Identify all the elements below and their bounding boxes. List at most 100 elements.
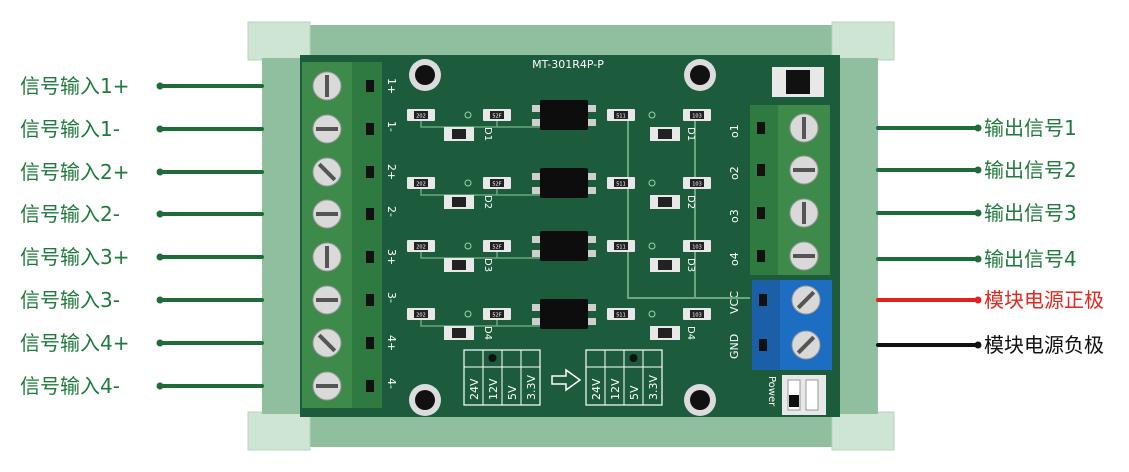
input-terminal-label: 4- (385, 378, 398, 389)
ic-pin (532, 304, 540, 311)
trace (420, 320, 540, 327)
jumper-voltage: 3.3V (647, 375, 660, 400)
jumper-voltage: 24V (468, 378, 481, 400)
terminal-pin (366, 337, 374, 349)
terminal-pin (759, 294, 767, 306)
smd-component-body (786, 70, 810, 94)
gnd-label: 模块电源负极 (984, 333, 1104, 357)
ic-pin (588, 304, 596, 311)
resistor-code: 511 (616, 313, 626, 319)
wire-end (156, 296, 164, 304)
input-terminal-strip (352, 62, 382, 408)
input-signal-label: 信号输入4+ (20, 331, 130, 355)
diode-body (658, 129, 672, 139)
output-terminal-label: o4 (728, 252, 741, 266)
resistor-code: 202 (416, 114, 426, 120)
resistor-body (414, 179, 428, 187)
ic-pin (588, 318, 596, 325)
wire-end (156, 82, 164, 90)
screw-slot (796, 335, 816, 355)
diode-label: D3 (685, 258, 696, 272)
power-terminal-label: GND (728, 334, 741, 359)
diode-label: D4 (685, 326, 696, 340)
model-label: MT-301R4P-P (532, 58, 604, 71)
terminal-pin (757, 164, 765, 176)
trace (420, 189, 540, 196)
optocoupler-chip (540, 168, 588, 198)
output-terminal-label: o1 (728, 124, 741, 138)
diode-body (658, 197, 672, 207)
via (648, 111, 656, 119)
optocoupler-chip (540, 231, 588, 261)
output-signal-label: 输出信号1 (984, 116, 1077, 140)
input-signal-label: 信号输入3- (20, 288, 120, 312)
rail-top (250, 25, 890, 57)
resistor-body (490, 179, 504, 187)
terminal-pin (366, 80, 374, 92)
terminal-pin (366, 294, 374, 306)
diode-label: D3 (482, 258, 493, 272)
input-signal-label: 信号输入2- (20, 202, 120, 226)
mounting-holes (409, 59, 716, 416)
via (464, 310, 472, 318)
resistor-body (614, 310, 628, 318)
output-terminal-label: o3 (728, 209, 741, 223)
rail-clip-bl (247, 411, 311, 451)
resistor-body (414, 310, 428, 318)
ic-pin (588, 187, 596, 194)
via (464, 111, 472, 119)
arrow-icon (551, 368, 582, 392)
jumper-voltage: 24V (590, 378, 603, 400)
diode-body (452, 260, 466, 270)
resistor-body (490, 242, 504, 250)
ic-pin (532, 236, 540, 243)
jumper-voltage: 12V (487, 378, 500, 400)
via (464, 179, 472, 187)
wire-end (974, 209, 982, 217)
resistor-body (690, 242, 704, 250)
wire-end (156, 210, 164, 218)
via (648, 310, 656, 318)
wire-end (156, 125, 164, 133)
resistor-body (414, 111, 428, 119)
power-terminal-strip (752, 280, 780, 370)
input-terminal-label: 1- (385, 121, 398, 132)
ic-pin (532, 250, 540, 257)
ic-pin (532, 119, 540, 126)
ic-pin (532, 173, 540, 180)
ic-pin (588, 236, 596, 243)
resistor-code: 52F (492, 114, 501, 120)
rail-clip-tl (247, 21, 311, 61)
ic-pin (588, 105, 596, 112)
power-switch-slot-b (805, 379, 819, 411)
terminal-pin (757, 207, 765, 219)
resistor-body (414, 242, 428, 250)
housing-right (836, 58, 878, 414)
input-signal-label: 信号输入1- (20, 117, 120, 141)
resistor-body (614, 179, 628, 187)
terminal-pin (366, 123, 374, 135)
vcc-label: 模块电源正极 (984, 288, 1104, 312)
wire-end (156, 253, 164, 261)
input-signal-label: 信号输入4- (20, 374, 120, 398)
ic-pin (588, 119, 596, 126)
resistor-body (490, 111, 504, 119)
resistor-body (690, 310, 704, 318)
ic-pin (588, 250, 596, 257)
jumper-dot (488, 354, 497, 362)
resistor-code: 511 (616, 182, 626, 188)
power-switch-knob (789, 395, 799, 407)
jumper-voltage: 12V (609, 378, 622, 400)
jumper-voltage: 5V (506, 385, 519, 400)
input-terminal-label: 3+ (385, 249, 398, 265)
diode-label: D4 (482, 326, 493, 340)
jumper-voltage: 5V (628, 385, 641, 400)
resistor-code: 52F (492, 245, 501, 251)
wire-end (974, 255, 982, 263)
input-terminal-label: 2+ (385, 164, 398, 180)
housing-left (262, 58, 304, 414)
optocoupler-chip (540, 100, 588, 130)
power-terminal-label: VCC (728, 291, 741, 314)
resistor-code: 103 (692, 313, 702, 319)
via (648, 242, 656, 250)
